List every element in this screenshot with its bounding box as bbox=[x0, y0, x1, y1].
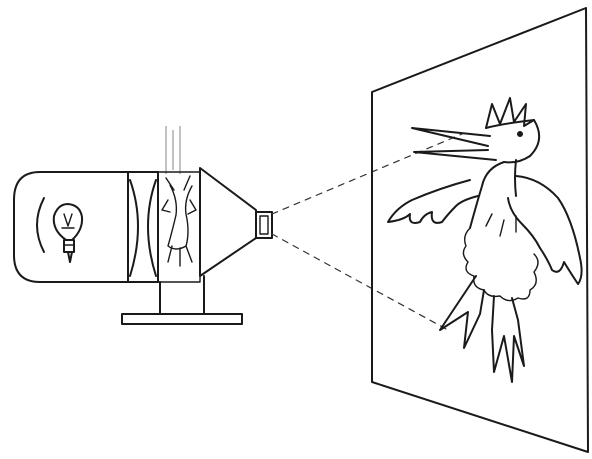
projection-screen bbox=[371, 7, 589, 453]
slide bbox=[157, 126, 201, 283]
lightbulb-icon bbox=[52, 203, 84, 263]
projection-lens bbox=[199, 167, 273, 277]
projector-stand bbox=[121, 275, 243, 325]
light-beam bbox=[271, 133, 463, 331]
bird-image-icon bbox=[387, 97, 583, 383]
lamp-housing bbox=[13, 171, 129, 283]
bird-slide-icon bbox=[161, 175, 197, 267]
condenser-lens bbox=[127, 171, 159, 283]
